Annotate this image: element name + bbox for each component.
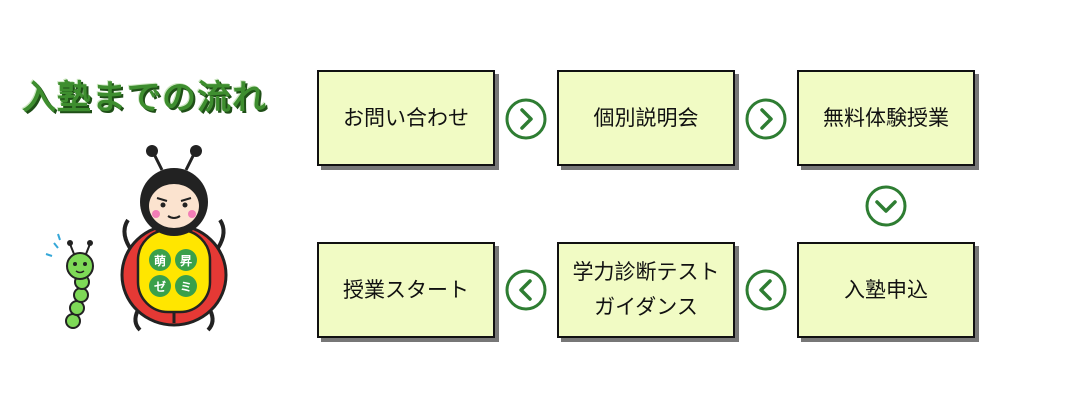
- ladybug-mascot: 萌 昇 ゼ ミ: [120, 145, 228, 332]
- step-enrollment-application: 入塾申込: [797, 242, 975, 338]
- page-title: 入塾までの流れ: [22, 78, 267, 118]
- badge-char: ミ: [180, 280, 192, 294]
- mascot-illustration: 萌 昇 ゼ ミ: [45, 145, 228, 332]
- step-label: 個別説明会: [593, 105, 699, 130]
- badge-char: ゼ: [154, 279, 166, 294]
- step-individual-briefing: 個別説明会: [557, 70, 735, 166]
- badge-char: 萌: [154, 253, 166, 268]
- chevron-right-icon: [745, 98, 787, 140]
- chevron-down-icon: [865, 185, 907, 227]
- step-label: お問い合わせ: [343, 105, 469, 130]
- caterpillar-mascot: [45, 233, 94, 329]
- chevron-right-icon: [505, 98, 547, 140]
- step-lesson-start: 授業スタート: [317, 242, 495, 338]
- step-diagnostic-test-guidance: 学力診断テスト ガイダンス: [557, 242, 735, 338]
- chevron-left-icon: [745, 269, 787, 311]
- step-label: 学力診断テスト ガイダンス: [572, 260, 720, 319]
- chevron-left-icon: [505, 269, 547, 311]
- badge-char: 昇: [180, 254, 192, 268]
- step-label: 無料体験授業: [823, 105, 949, 130]
- step-label: 入塾申込: [844, 277, 928, 302]
- step-label: 授業スタート: [343, 277, 469, 302]
- step-inquiry: お問い合わせ: [317, 70, 495, 166]
- step-free-trial-lesson: 無料体験授業: [797, 70, 975, 166]
